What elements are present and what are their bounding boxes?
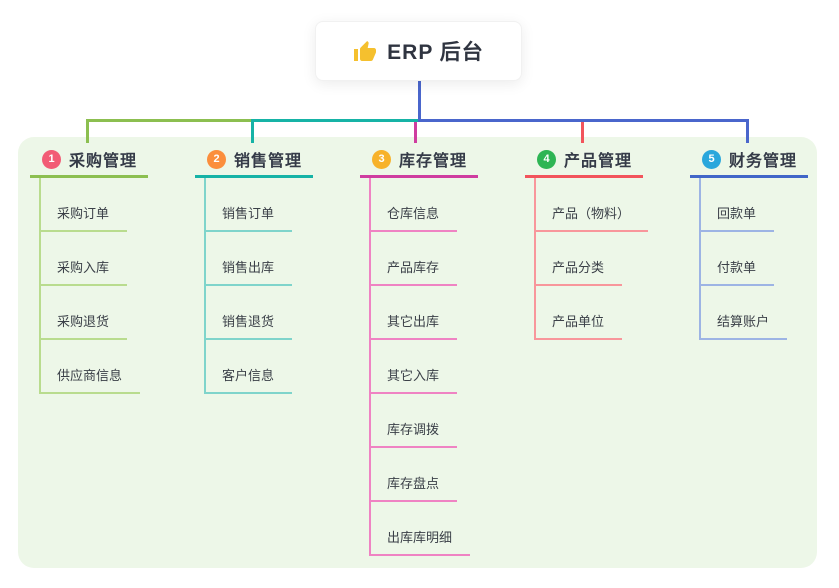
branch-subtopic[interactable]: 采购退货 [41, 311, 128, 340]
branch-number-badge: 1 [42, 149, 61, 169]
branches-panel [18, 137, 817, 568]
branch-topic-label: 产品管理 [564, 153, 633, 170]
branch-topic-label: 库存管理 [399, 153, 468, 170]
branch-subtopic[interactable]: 采购订单 [41, 203, 128, 232]
child-row: 产品库存 [371, 232, 478, 286]
branch-topic[interactable]: 2 销售管理 [195, 146, 313, 178]
child-row: 付款单 [701, 232, 808, 286]
child-row: 库存盘点 [371, 448, 478, 502]
child-row: 产品分类 [536, 232, 643, 286]
branch-subtopic[interactable]: 产品单位 [536, 311, 623, 340]
branch-subtopic[interactable]: 销售订单 [206, 203, 293, 232]
branch-4: 4 产品管理产品（物料） 产品分类产品单位 [525, 146, 649, 340]
branch-topic-label: 销售管理 [234, 153, 303, 170]
child-row: 采购订单 [41, 178, 148, 232]
branch-number-badge: 2 [207, 149, 226, 169]
child-row: 销售订单 [206, 178, 313, 232]
child-row: 供应商信息 [41, 340, 148, 394]
branch-subtopic[interactable]: 供应商信息 [41, 365, 141, 394]
root-node-title: ERP 后台 [387, 41, 484, 64]
branch-topic-label: 采购管理 [69, 153, 138, 170]
branch-number-badge: 4 [537, 149, 556, 169]
child-row: 客户信息 [206, 340, 313, 394]
branch-subtopic[interactable]: 出库库明细 [371, 527, 471, 556]
branch-subtopic[interactable]: 产品分类 [536, 257, 623, 286]
branch-subtopic[interactable]: 库存盘点 [371, 473, 458, 502]
branch-subtopic[interactable]: 其它出库 [371, 311, 458, 340]
child-row: 销售退货 [206, 286, 313, 340]
child-row: 库存调拨 [371, 394, 478, 448]
child-row: 仓库信息 [371, 178, 478, 232]
branch-subtopic[interactable]: 付款单 [701, 257, 775, 286]
branch-subtopic[interactable]: 销售退货 [206, 311, 293, 340]
branch-subtopic[interactable]: 销售出库 [206, 257, 293, 286]
branch-topic[interactable]: 3 库存管理 [360, 146, 478, 178]
child-row: 结算账户 [701, 286, 808, 340]
branch-subtopic[interactable]: 回款单 [701, 203, 775, 232]
connector-line [418, 81, 749, 143]
branch-subtopic[interactable]: 库存调拨 [371, 419, 458, 448]
child-row: 销售出库 [206, 232, 313, 286]
child-row: 其它入库 [371, 340, 478, 394]
branch-subtopic[interactable]: 结算账户 [701, 311, 788, 340]
branch-topic[interactable]: 4 产品管理 [525, 146, 643, 178]
branch-2: 2 销售管理销售订单销售出库销售退货客户信息 [195, 146, 313, 394]
root-node[interactable]: ERP 后台 [315, 21, 522, 81]
branch-topic[interactable]: 5 财务管理 [690, 146, 808, 178]
branch-children: 仓库信息产品库存其它出库其它入库库存调拨库存盘点出库库明细 [369, 178, 478, 556]
child-row: 产品单位 [536, 286, 643, 340]
branch-subtopic[interactable]: 采购入库 [41, 257, 128, 286]
branch-subtopic[interactable]: 产品（物料） [536, 203, 649, 232]
branch-subtopic[interactable]: 产品库存 [371, 257, 458, 286]
child-row: 采购入库 [41, 232, 148, 286]
branch-5: 5 财务管理回款单付款单结算账户 [690, 146, 808, 340]
branch-children: 采购订单采购入库采购退货供应商信息 [39, 178, 148, 394]
branch-children: 销售订单销售出库销售退货客户信息 [204, 178, 313, 394]
branch-subtopic[interactable]: 仓库信息 [371, 203, 458, 232]
thumbs-up-icon [353, 40, 377, 64]
branch-topic[interactable]: 1 采购管理 [30, 146, 148, 178]
branch-topic-label: 财务管理 [729, 153, 798, 170]
branch-1: 1 采购管理采购订单采购入库采购退货供应商信息 [30, 146, 148, 394]
child-row: 产品（物料） [536, 178, 649, 232]
branch-number-badge: 3 [372, 149, 391, 169]
child-row: 回款单 [701, 178, 808, 232]
child-row: 其它出库 [371, 286, 478, 340]
branch-3: 3 库存管理仓库信息产品库存其它出库其它入库库存调拨库存盘点出库库明细 [360, 146, 478, 556]
child-row: 采购退货 [41, 286, 148, 340]
branch-subtopic[interactable]: 其它入库 [371, 365, 458, 394]
branch-children: 回款单付款单结算账户 [699, 178, 808, 340]
branch-number-badge: 5 [702, 149, 721, 169]
branch-children: 产品（物料） 产品分类产品单位 [534, 178, 649, 340]
branch-subtopic[interactable]: 客户信息 [206, 365, 293, 394]
child-row: 出库库明细 [371, 502, 478, 556]
